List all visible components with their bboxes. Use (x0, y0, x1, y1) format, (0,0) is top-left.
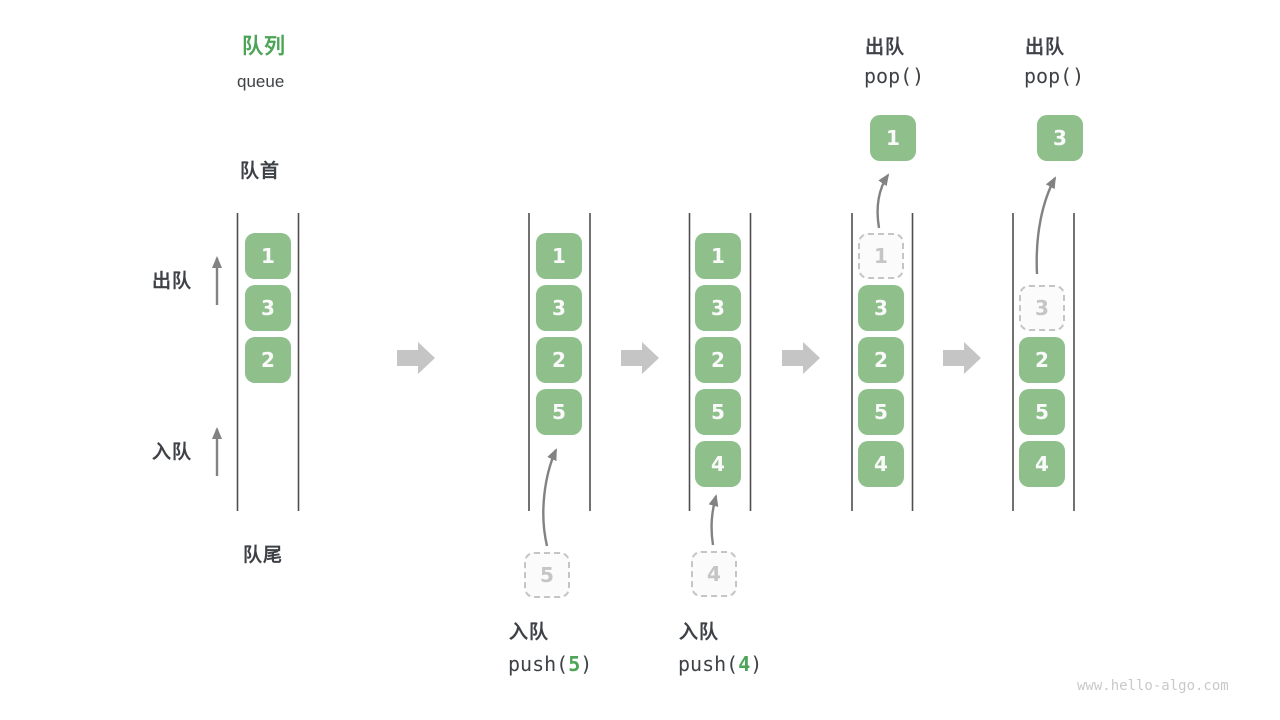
pop-arrow (1035, 176, 1057, 275)
queue-item: 3 (695, 285, 741, 331)
diagram-title-en: queue (237, 72, 285, 91)
queue-item: 4 (695, 441, 741, 487)
removed-item-ghost: 1 (858, 233, 904, 279)
pop-op-label: 出队 (865, 37, 906, 58)
popped-item: 1 (870, 115, 916, 161)
push-op-code: push(4) (678, 652, 762, 676)
code-arg: 4 (738, 652, 751, 676)
queue-item: 3 (536, 285, 582, 331)
pop-op-label: 出队 (1025, 37, 1066, 58)
queue-item: 1 (536, 233, 582, 279)
code-text: ) (750, 652, 763, 676)
dequeue-side-label: 出队 (152, 271, 193, 292)
pop-arrow (876, 173, 890, 229)
pending-item-ghost: 5 (524, 552, 570, 598)
queue-item: 2 (695, 337, 741, 383)
enqueue-side-label: 入队 (152, 442, 193, 463)
queue-wall-lines (236, 213, 1075, 511)
push-op-code: push(5) (508, 652, 592, 676)
code-text: ) (580, 652, 593, 676)
diagram-title-zh: 队列 (242, 35, 286, 58)
code-arg: 5 (568, 652, 581, 676)
state-transition-arrow (621, 342, 659, 374)
pop-op-code: pop() (1024, 64, 1085, 88)
queue-item: 5 (536, 389, 582, 435)
queue-item: 5 (695, 389, 741, 435)
pop-op-code: pop() (864, 64, 925, 88)
state-transition-arrow (943, 342, 981, 374)
state-transition-arrow (782, 342, 820, 374)
code-text: push( (678, 652, 739, 676)
watermark: www.hello-algo.com (1077, 678, 1229, 694)
code-text: push( (508, 652, 569, 676)
popped-item: 3 (1037, 115, 1083, 161)
rear-label: 队尾 (243, 545, 284, 566)
push-op-label: 入队 (509, 622, 550, 643)
queue-item: 1 (695, 233, 741, 279)
push-arrow (542, 448, 558, 547)
queue-item: 2 (858, 337, 904, 383)
removed-item-ghost: 3 (1019, 285, 1065, 331)
queue-item: 5 (858, 389, 904, 435)
queue-item: 4 (1019, 441, 1065, 487)
queue-item: 5 (1019, 389, 1065, 435)
queue-item: 2 (536, 337, 582, 383)
queue-item: 1 (245, 233, 291, 279)
state-transition-arrow (397, 342, 435, 374)
pending-item-ghost: 4 (691, 551, 737, 597)
queue-item: 3 (858, 285, 904, 331)
queue-item: 2 (245, 337, 291, 383)
push-arrow (708, 494, 719, 546)
queue-item: 3 (245, 285, 291, 331)
operation-arrows (542, 173, 1057, 547)
front-label: 队首 (240, 161, 281, 182)
queue-item: 2 (1019, 337, 1065, 383)
queue-item: 4 (858, 441, 904, 487)
push-op-label: 入队 (679, 622, 720, 643)
